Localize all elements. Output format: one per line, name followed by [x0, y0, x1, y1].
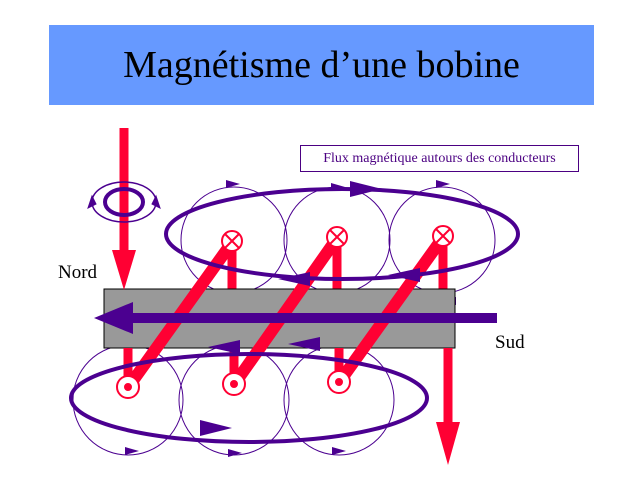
title-banner: Magnétisme d’une bobine	[49, 25, 594, 105]
current-in-arrow	[112, 250, 136, 290]
core-flux-arrowhead	[94, 302, 133, 334]
core-flux-arrow	[120, 313, 497, 323]
current-out-markers	[116, 370, 351, 399]
dot-icon	[116, 375, 140, 399]
flux-caption-box: Flux magnétique autours des conducteurs	[300, 145, 579, 172]
current-out-arrow	[436, 422, 460, 465]
bottom-flux-loop	[69, 352, 429, 444]
dot-icon	[327, 370, 351, 394]
dot-icon	[222, 372, 246, 396]
slide-title: Magnétisme d’une bobine	[123, 44, 520, 86]
cross-icon	[326, 226, 348, 248]
top-flux-loop	[164, 187, 520, 281]
south-label: Sud	[495, 332, 525, 353]
cross-icon	[221, 230, 243, 252]
cross-icon	[432, 225, 454, 247]
field-around-wire-icon	[87, 181, 161, 223]
north-label: Nord	[58, 262, 98, 283]
current-in-markers	[221, 225, 454, 252]
wire-diagonals	[127, 239, 444, 386]
flux-caption: Flux magnétique autours des conducteurs	[323, 150, 556, 166]
flux-loop-arrows	[200, 181, 420, 436]
